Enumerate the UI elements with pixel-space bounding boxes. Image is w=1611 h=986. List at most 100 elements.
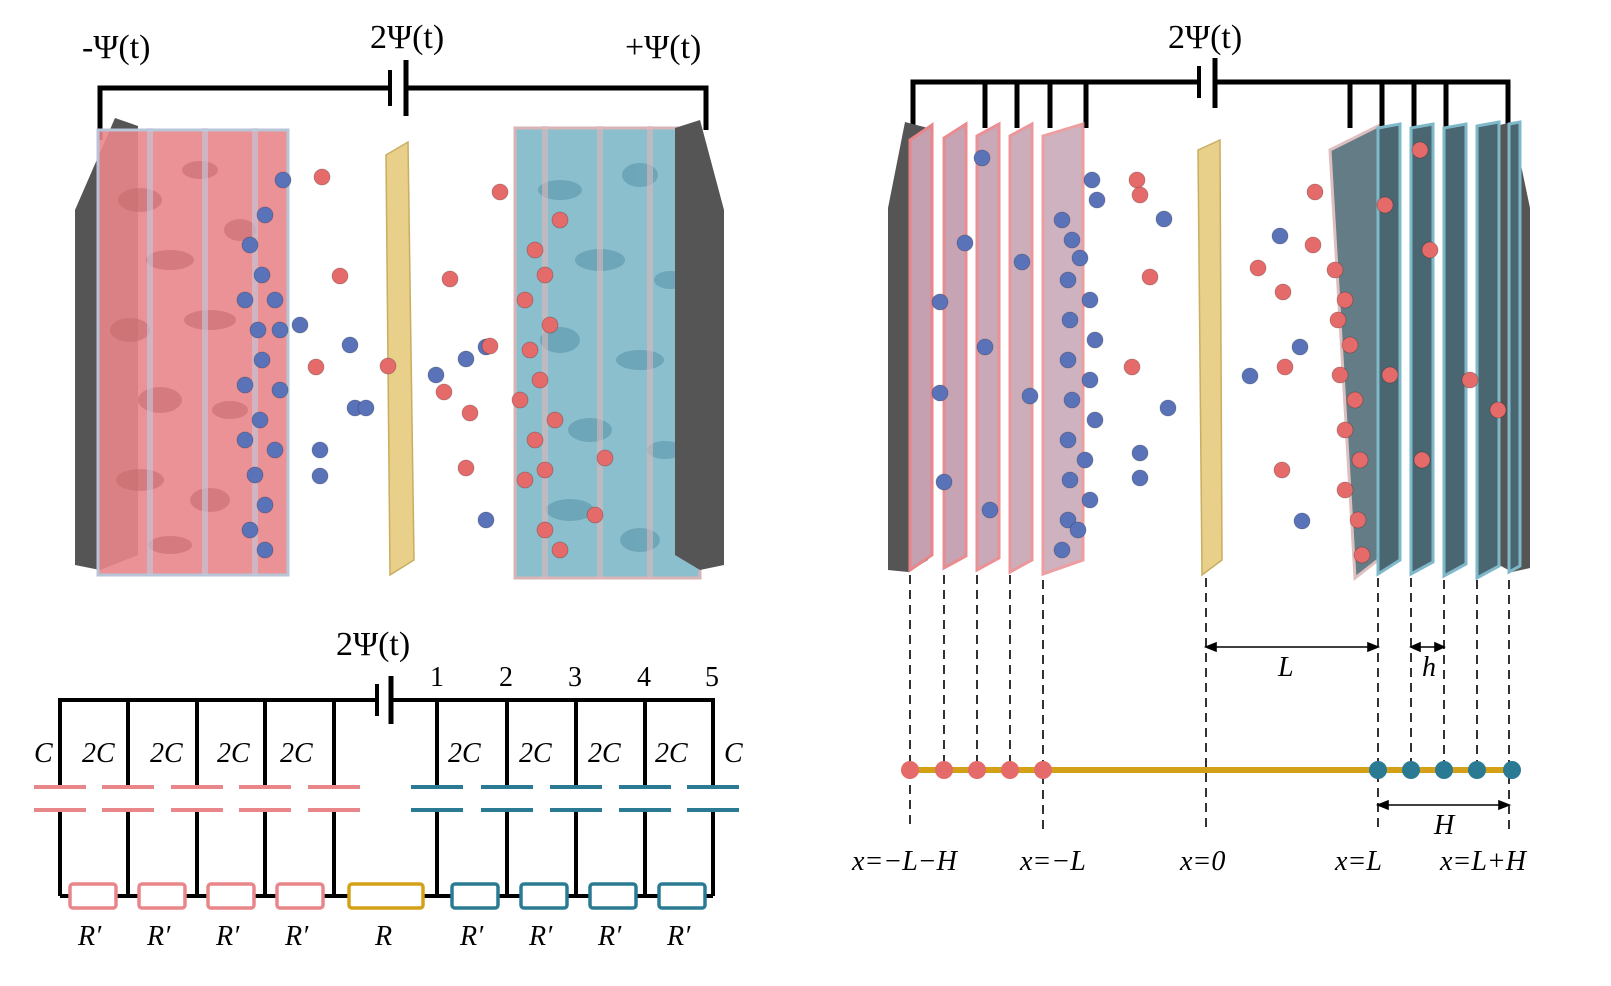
cation-sphere <box>1336 421 1354 439</box>
cation-sphere <box>1336 481 1354 499</box>
cation-sphere <box>536 461 554 479</box>
anion-sphere <box>1086 411 1104 429</box>
left-capacitors <box>34 785 360 812</box>
cation-sphere <box>307 358 325 376</box>
cation-sphere <box>1346 391 1364 409</box>
panel-c-source-label: 2Ψ(t) <box>1168 19 1242 56</box>
node-number: 3 <box>568 662 582 693</box>
panel-a-source-label: 2Ψ(t) <box>370 19 444 56</box>
anion-sphere <box>1076 451 1094 469</box>
anion-sphere <box>1241 367 1259 385</box>
right-current-collector <box>675 120 724 570</box>
anion-sphere <box>1013 253 1031 271</box>
panel-a-circuit <box>97 60 709 140</box>
anion-sphere <box>291 316 309 334</box>
capacitor-label: C <box>34 738 53 769</box>
anion-sphere <box>271 381 289 399</box>
anion-sphere <box>241 521 259 539</box>
cation-sphere <box>1249 259 1267 277</box>
cation-sphere <box>536 266 554 284</box>
cation-sphere <box>331 267 349 285</box>
anion-sphere <box>311 441 329 459</box>
anion-sphere <box>266 291 284 309</box>
anion-sphere <box>973 149 991 167</box>
anion-sphere <box>236 291 254 309</box>
panel-a-separator <box>385 140 415 577</box>
anion-sphere <box>1293 512 1311 530</box>
node-number: 2 <box>499 662 513 693</box>
cation-sphere <box>1341 336 1359 354</box>
anion-sphere <box>1059 271 1077 289</box>
anion-sphere <box>274 171 292 189</box>
cathode-node <box>1435 761 1453 779</box>
cathode-node <box>1402 761 1420 779</box>
cation-sphere <box>596 449 614 467</box>
resistor-label: R′ <box>215 921 240 952</box>
cathode-node <box>1369 761 1387 779</box>
anion-sphere <box>1071 249 1089 267</box>
cation-sphere <box>1376 196 1394 214</box>
anion-sphere <box>1053 541 1071 559</box>
cation-sphere <box>1329 311 1347 329</box>
anion-sphere <box>477 511 495 529</box>
right-potential-label: +Ψ(t) <box>625 29 701 66</box>
anion-sphere <box>1021 387 1039 405</box>
one-d-model <box>901 761 1521 779</box>
cation-sphere <box>1461 371 1479 389</box>
capacitor-label: 2C <box>519 738 552 769</box>
cation-sphere <box>1141 268 1159 286</box>
cation-sphere <box>531 371 549 389</box>
anion-sphere <box>1088 191 1106 209</box>
cation-sphere <box>551 211 569 229</box>
anion-sphere <box>1053 211 1071 229</box>
dashed-guides <box>909 575 1510 830</box>
left-potential-label: -Ψ(t) <box>82 29 151 66</box>
cation-sphere <box>516 471 534 489</box>
anion-sphere <box>241 236 259 254</box>
right-porous-electrode <box>513 126 702 580</box>
cation-sphere <box>1276 358 1294 376</box>
cation-sphere <box>1413 451 1431 469</box>
anion-sphere <box>1155 210 1173 228</box>
anion-sphere <box>236 376 254 394</box>
anion-sphere <box>1271 227 1289 245</box>
dim-h-label: h <box>1422 652 1436 683</box>
anion-sphere <box>1061 311 1079 329</box>
right-capacitors <box>411 785 739 812</box>
anion-sphere <box>1131 444 1149 462</box>
cation-sphere <box>1489 401 1507 419</box>
capacitor-label: 2C <box>82 738 115 769</box>
anion-sphere <box>1131 469 1149 487</box>
anion-sphere <box>256 541 274 559</box>
cation-sphere <box>1381 366 1399 384</box>
cation-sphere <box>435 383 453 401</box>
node-number: 5 <box>705 662 719 693</box>
anion-sphere <box>956 234 974 252</box>
position-label: x=−L <box>1019 846 1086 877</box>
cation-sphere <box>1131 186 1149 204</box>
panel-b-source-label: 2Ψ(t) <box>336 626 410 663</box>
anion-sphere <box>256 206 274 224</box>
anion-sphere <box>1083 171 1101 189</box>
cation-sphere <box>541 316 559 334</box>
position-labels: x=−L−H x=−L x=0 x=L x=L+H <box>851 846 1528 877</box>
anode-node <box>901 761 919 779</box>
resistor-label: R <box>374 921 392 952</box>
cation-sphere <box>1304 236 1322 254</box>
position-label: x=L+H <box>1439 846 1528 877</box>
anion-sphere <box>1063 231 1081 249</box>
anion-sphere <box>256 496 274 514</box>
anion-sphere <box>1061 471 1079 489</box>
dim-H-label: H <box>1433 810 1456 841</box>
resistor-label: R′ <box>597 921 622 952</box>
cation-sphere <box>1411 141 1429 159</box>
anion-sphere <box>976 338 994 356</box>
anion-sphere <box>1081 491 1099 509</box>
anion-sphere <box>357 399 375 417</box>
cation-sphere <box>491 183 509 201</box>
resistor-label: R′ <box>528 921 553 952</box>
anion-sphere <box>1059 511 1077 529</box>
panel-a-ions <box>236 168 614 559</box>
capacitor-label: 2C <box>280 738 313 769</box>
